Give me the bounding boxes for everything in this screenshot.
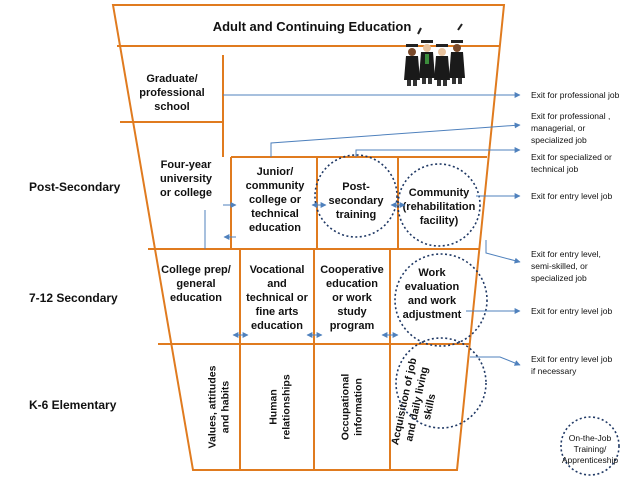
box-graduate-line: professional	[139, 87, 204, 99]
flow-arrows	[204, 202, 406, 338]
exit-label-managerial: Exit for professional , managerial, or spe…	[531, 111, 610, 145]
box-junior-line: college or	[249, 194, 302, 206]
level-post-secondary: Post-Secondary	[29, 180, 121, 194]
funnel-outline	[111, 4, 506, 471]
box-values: Values, attitudesand habits	[207, 365, 232, 448]
exit-label-entry-secondary: Exit for entry level job	[531, 306, 613, 316]
box-four-year-line: university	[160, 173, 213, 185]
box-cooperative: Cooperative education or work study program	[320, 264, 384, 332]
exit-label-specialized: Exit for specialized or technical job	[531, 152, 612, 174]
box-work-eval-line: Work	[418, 267, 446, 279]
box-vocational-line: technical or	[246, 292, 308, 304]
box-vocational: Vocational and technical or fine arts educat…	[246, 264, 308, 332]
box-vocational-line: Vocational	[250, 264, 305, 276]
box-college-prep: College prep/general education	[161, 264, 231, 304]
exit-arrow-managerial	[270, 122, 521, 157]
box-human-line: Human	[268, 389, 280, 425]
box-graduate: Graduate/professional school	[139, 73, 204, 113]
box-values-line: and habits	[220, 381, 232, 434]
box-cooperative-line: study	[337, 306, 367, 318]
box-work-eval-line: and work	[408, 295, 457, 307]
ojt-legend-circle	[560, 416, 620, 476]
funnel-frame	[111, 4, 506, 471]
box-acquisition-line: skills	[421, 393, 438, 421]
box-four-year-line: Four-year	[161, 159, 212, 171]
exit-arrows	[223, 92, 521, 366]
exit-label-line: Exit for entry level job	[531, 306, 613, 316]
box-occupational: Occupationalinformation	[340, 374, 365, 441]
box-human: Humanrelationships	[268, 374, 293, 440]
exit-label-entry-semi: Exit for entry level, semi-skilled, or spe…	[531, 249, 601, 283]
box-community-rehab-line: Community	[409, 187, 470, 199]
exit-label-line: managerial, or	[531, 123, 586, 133]
box-values-line: Values, attitudes	[207, 365, 219, 448]
box-junior: Junior/community college or technical educa…	[246, 166, 306, 234]
legend-line-2: Training/	[574, 444, 607, 454]
box-post-secondary-training-line: Post-	[342, 181, 370, 193]
level-secondary: 7-12 Secondary	[29, 291, 118, 305]
box-cooperative-line: Cooperative	[320, 264, 384, 276]
box-college-prep-line: general	[176, 278, 215, 290]
box-vocational-line: education	[251, 320, 303, 332]
exit-label-line: technical job	[531, 164, 579, 174]
ojt-circle-acquisition	[395, 337, 487, 429]
exit-label-line: semi-skilled, or	[531, 261, 588, 271]
exit-arrow-specialized	[355, 147, 521, 157]
box-four-year: Four-year university or college	[160, 159, 213, 199]
exit-arrow-entry-semi	[485, 240, 521, 264]
ojt-circles	[314, 154, 620, 476]
box-work-eval-line: adjustment	[403, 309, 462, 321]
exit-label-line: specialized job	[531, 273, 587, 283]
exit-label-line: Exit for professional ,	[531, 111, 610, 121]
box-cooperative-line: program	[330, 320, 375, 332]
box-junior-line: education	[249, 222, 301, 234]
exit-label-entry-post: Exit for entry level job	[531, 191, 613, 201]
box-graduate-line: Graduate/	[146, 73, 197, 85]
exit-label-line: Exit for entry level job	[531, 354, 613, 364]
level-elementary: K-6 Elementary	[29, 398, 117, 412]
exit-label-line: if necessary	[531, 366, 577, 376]
box-college-prep-line: education	[170, 292, 222, 304]
exit-label-line: Exit for specialized or	[531, 152, 612, 162]
ojt-circle-post-secondary	[314, 154, 398, 238]
box-work-eval: Work evaluation and work adjustment	[403, 267, 462, 321]
ojt-circle-work-eval	[394, 253, 488, 347]
exit-label-entry-necessary: Exit for entry level job if necessary	[531, 354, 613, 376]
box-community-rehab-line: (rehabilitation	[403, 201, 476, 213]
box-cooperative-line: or work	[332, 292, 373, 304]
exit-label-line: Exit for entry level,	[531, 249, 601, 259]
legend-line-1: On-the-Job	[569, 433, 612, 443]
exit-arrow-entry-necessary	[470, 356, 521, 366]
box-work-eval-line: evaluation	[405, 281, 460, 293]
box-junior-line: community	[246, 180, 306, 192]
box-community-rehab: Community (rehabilitation facility)	[403, 187, 476, 227]
ojt-circle-community	[397, 163, 481, 247]
exit-label-line: specialized job	[531, 135, 587, 145]
box-post-secondary-training-line: training	[336, 209, 376, 221]
box-four-year-line: or college	[160, 187, 212, 199]
box-college-prep-line: College prep/	[161, 264, 231, 276]
box-human-line: relationships	[281, 374, 293, 440]
box-junior-line: technical	[251, 208, 299, 220]
box-vocational-line: fine arts	[256, 306, 299, 318]
exit-label-professional: Exit for professional job	[531, 90, 620, 100]
graduates-illustration	[404, 23, 465, 86]
box-vocational-line: and	[267, 278, 287, 290]
diagram-title: Adult and Continuing Education	[213, 19, 412, 34]
box-graduate-line: school	[154, 101, 189, 113]
box-junior-line: Junior/	[257, 166, 294, 178]
box-cooperative-line: education	[326, 278, 378, 290]
exit-label-line: Exit for professional job	[531, 90, 620, 100]
legend-line-3: Apprenticeship	[562, 455, 619, 465]
exit-label-line: Exit for entry level job	[531, 191, 613, 201]
box-post-secondary-training-line: secondary	[328, 195, 384, 207]
box-post-secondary-training: Post-secondary training	[328, 181, 384, 221]
box-community-rehab-line: facility)	[420, 215, 459, 227]
box-occupational-line: information	[353, 378, 365, 436]
box-occupational-line: Occupational	[340, 374, 352, 441]
